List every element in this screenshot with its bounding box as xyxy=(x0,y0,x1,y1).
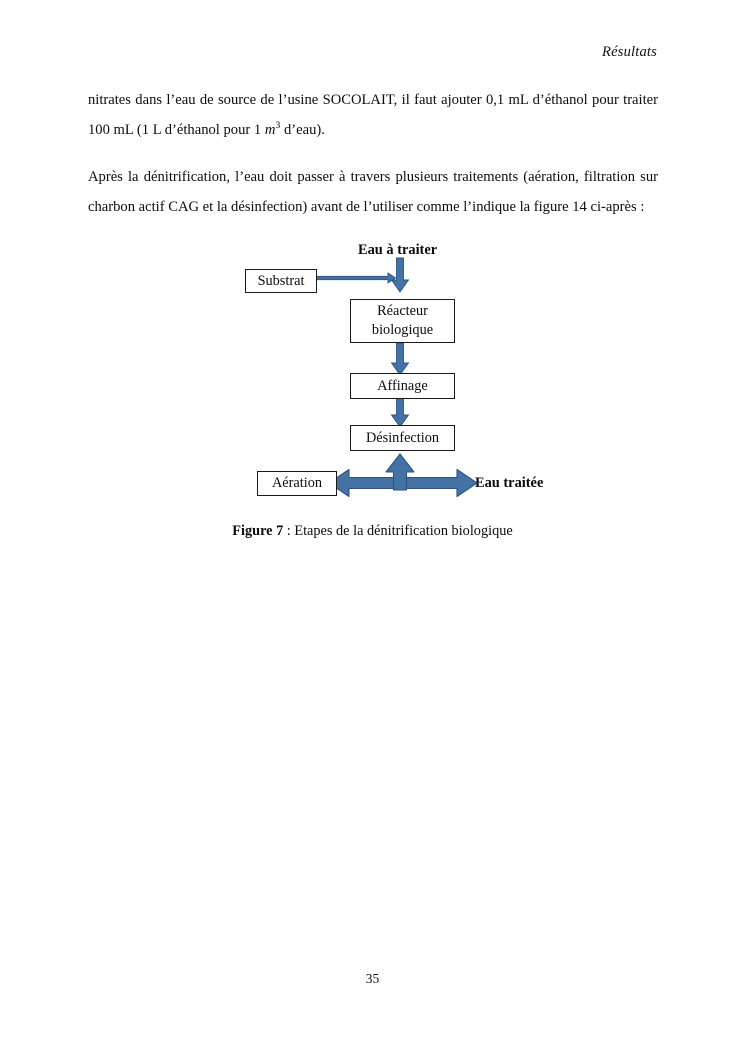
arrow-affinage-to-desinfection xyxy=(390,396,410,428)
figure-caption-label: Figure 7 xyxy=(232,523,284,539)
diagram-node-reacteur-biologique[interactable]: Réacteur biologique xyxy=(350,299,455,343)
math-exponent: 3 xyxy=(275,120,281,132)
reacteur-line-2: biologique xyxy=(371,322,434,338)
figure-caption-text: : Etapes de la dénitrification biologiqu… xyxy=(283,523,513,539)
diagram-node-affinage[interactable]: Affinage xyxy=(350,373,455,399)
diagram-node-desinfection[interactable]: Désinfection xyxy=(350,425,455,451)
paragraph-1: nitrates dans l’eau de source de l’usine… xyxy=(88,85,658,145)
diagram-label-outlet: Eau traitée xyxy=(475,475,544,491)
arrow-up-to-desinfection xyxy=(385,453,415,491)
process-flow-diagram: Eau à traiter Substrat Réacteur biologiq… xyxy=(225,232,585,512)
diagram-node-substrat[interactable]: Substrat xyxy=(245,269,317,293)
arrow-substrat-to-reacteur xyxy=(310,272,397,284)
math-cubic-meter: m3 xyxy=(264,120,281,138)
paragraph-2: Après la dénitrification, l’eau doit pas… xyxy=(88,169,658,215)
diagram-arrows-layer xyxy=(310,257,478,498)
diagram-label-inlet: Eau à traiter xyxy=(358,242,438,258)
page-number: 35 xyxy=(365,971,380,986)
arrow-inlet-to-reacteur xyxy=(390,257,410,293)
figure-caption: Figure 7 : Etapes de la dénitrification … xyxy=(0,523,745,540)
arrow-reacteur-to-affinage xyxy=(390,342,410,376)
paragraph-1-text-after-math: d’eau). xyxy=(280,122,325,138)
math-base: m xyxy=(264,122,276,138)
paragraph-1-text-before-math: nitrates dans l’eau de source de l’usine… xyxy=(88,92,658,138)
reacteur-line-1: Réacteur xyxy=(377,303,428,319)
body-text-block: nitrates dans l’eau de source de l’usine… xyxy=(88,85,658,228)
diagram-node-aeration[interactable]: Aération xyxy=(257,471,337,496)
page-header-title: Résultats xyxy=(602,44,657,60)
